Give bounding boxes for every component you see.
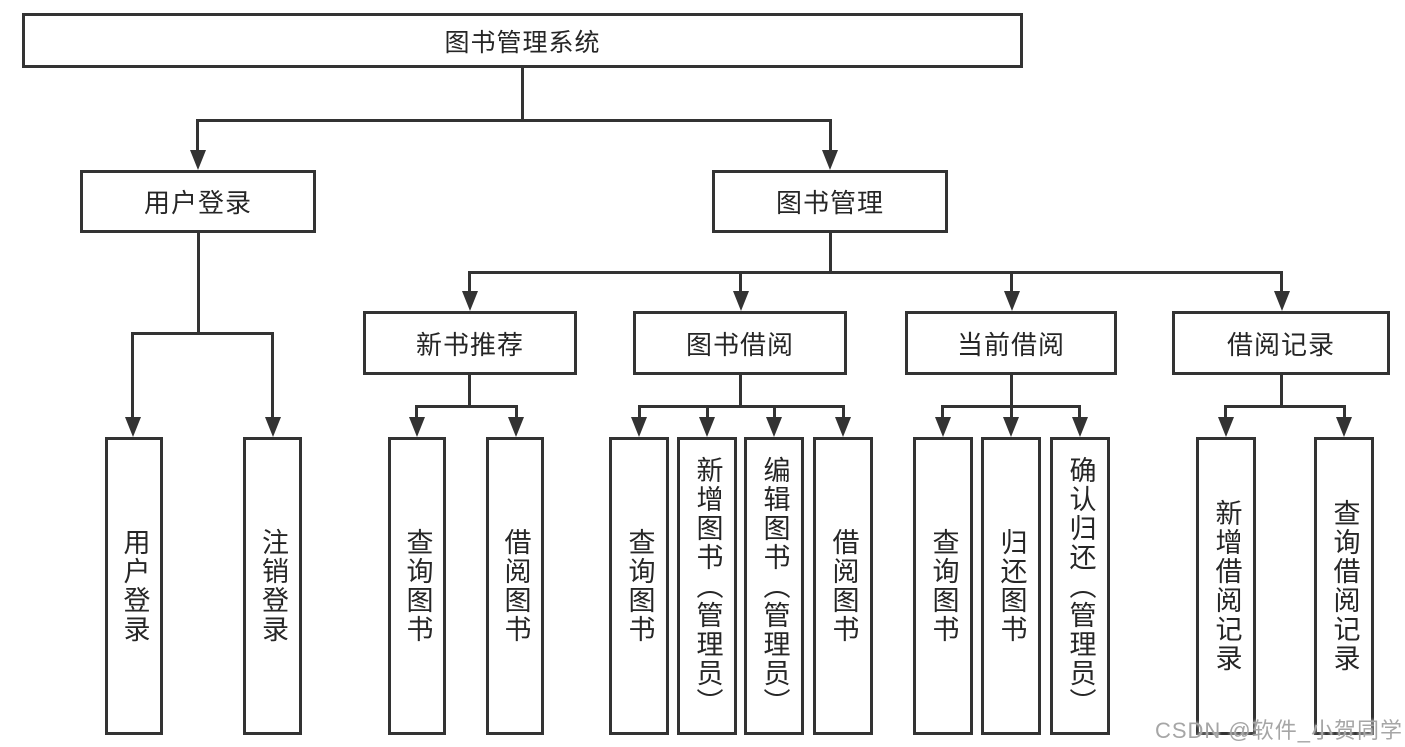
connector-book-mgmt-stem: [829, 119, 832, 152]
node-label: 图书借阅: [685, 329, 794, 360]
connector-section-hline: [638, 405, 845, 408]
node-confirm-return-admin: 确认归还（管理员）: [1050, 437, 1110, 735]
node-label: 确认归还（管理员）: [1065, 455, 1096, 717]
connector-leaf-stem: [131, 332, 134, 419]
arrow-down-icon: [835, 417, 851, 437]
connector-user-login-stem: [196, 119, 199, 152]
arrow-down-icon: [733, 291, 749, 311]
node-user-login-branch: 用户登录: [80, 170, 316, 233]
connector-leaf-stem: [941, 405, 944, 419]
node-add-book-admin: 新增图书（管理员）: [677, 437, 737, 735]
node-label: 新书推荐: [415, 329, 524, 360]
connector-section-vline: [739, 375, 742, 407]
node-query-books-current: 查询图书: [913, 437, 973, 735]
node-label: 新增图书（管理员）: [692, 455, 723, 717]
arrow-down-icon: [265, 417, 281, 437]
arrow-down-icon: [1218, 417, 1234, 437]
node-label: 注销登录: [258, 528, 288, 644]
node-book-management-branch: 图书管理: [712, 170, 948, 233]
node-label: 当前借阅: [956, 329, 1065, 360]
node-query-books-recommend: 查询图书: [388, 437, 446, 735]
arrow-down-icon: [1072, 417, 1088, 437]
node-label: 借阅图书: [500, 528, 531, 644]
node-borrow-books-leaf: 借阅图书: [813, 437, 873, 735]
connector-leaf-stem: [415, 405, 418, 419]
node-label: 用户登录: [143, 188, 252, 218]
node-query-borrow-record: 查询借阅记录: [1314, 437, 1374, 735]
connector-book-mgmt-vline: [829, 233, 832, 273]
arrow-down-icon: [1004, 291, 1020, 311]
node-new-book-recommendation: 新书推荐: [363, 311, 577, 375]
connector-leaf-stem: [515, 405, 518, 419]
connector-leaf-stem: [1224, 405, 1227, 419]
node-borrowing-records: 借阅记录: [1172, 311, 1390, 375]
connector-user-login-vline: [197, 233, 200, 334]
node-edit-book-admin: 编辑图书（管理员）: [744, 437, 804, 735]
node-add-borrow-record: 新增借阅记录: [1196, 437, 1256, 735]
node-logout-leaf: 注销登录: [243, 437, 302, 735]
arrow-down-icon: [935, 417, 951, 437]
connector-leaf-stem: [773, 405, 776, 419]
node-label: 图书管理系统: [444, 28, 601, 57]
connector-user-login-hline: [131, 332, 273, 335]
connector-leaf-stem: [638, 405, 641, 419]
connector-section-vline: [1010, 375, 1013, 407]
connector-leaf-stem: [1343, 405, 1346, 419]
node-label: 图书管理: [775, 188, 884, 218]
arrow-down-icon: [462, 291, 478, 311]
connector-section-vline: [468, 375, 471, 407]
arrow-down-icon: [1274, 291, 1290, 311]
node-book-borrowing: 图书借阅: [633, 311, 847, 375]
arrow-down-icon: [699, 417, 715, 437]
connector-book-mgmt-hline: [468, 271, 1283, 274]
arrow-down-icon: [125, 417, 141, 437]
connector-section-stem: [1010, 271, 1013, 293]
connector-leaf-stem: [842, 405, 845, 419]
connector-section-hline: [415, 405, 518, 408]
node-return-book: 归还图书: [981, 437, 1041, 735]
connector-section-stem: [468, 271, 471, 293]
arrow-down-icon: [766, 417, 782, 437]
arrow-down-icon: [1336, 417, 1352, 437]
node-user-login-leaf: 用户登录: [105, 437, 163, 735]
node-label: 查询图书: [402, 528, 433, 644]
node-library-management-system: 图书管理系统: [22, 13, 1023, 68]
node-query-books-borrowing: 查询图书: [609, 437, 669, 735]
watermark: CSDN @软件_小贺同学: [1154, 718, 1403, 743]
node-borrow-books-recommend: 借阅图书: [486, 437, 544, 735]
arrow-down-icon: [822, 150, 838, 170]
node-label: 编辑图书（管理员）: [759, 455, 790, 717]
node-label: 归还图书: [996, 528, 1027, 644]
node-label: 查询图书: [928, 528, 959, 644]
node-label: 新增借阅记录: [1211, 499, 1242, 673]
arrow-down-icon: [190, 150, 206, 170]
connector-section-hline: [1224, 405, 1345, 408]
connector-root-vline: [521, 68, 524, 120]
arrow-down-icon: [508, 417, 524, 437]
connector-root-hline: [196, 119, 832, 122]
node-label: 借阅图书: [828, 528, 859, 644]
connector-section-stem: [1280, 271, 1283, 293]
connector-leaf-stem: [1010, 405, 1013, 419]
connector-section-stem: [739, 271, 742, 293]
arrow-down-icon: [409, 417, 425, 437]
node-label: 借阅记录: [1226, 329, 1335, 360]
connector-leaf-stem: [706, 405, 709, 419]
arrow-down-icon: [1003, 417, 1019, 437]
node-label: 用户登录: [119, 528, 150, 644]
connector-section-vline: [1280, 375, 1283, 407]
node-label: 查询借阅记录: [1329, 499, 1360, 673]
connector-leaf-stem: [271, 332, 274, 419]
arrow-down-icon: [631, 417, 647, 437]
connector-leaf-stem: [1078, 405, 1081, 419]
node-current-borrowing: 当前借阅: [905, 311, 1117, 375]
node-label: 查询图书: [624, 528, 655, 644]
